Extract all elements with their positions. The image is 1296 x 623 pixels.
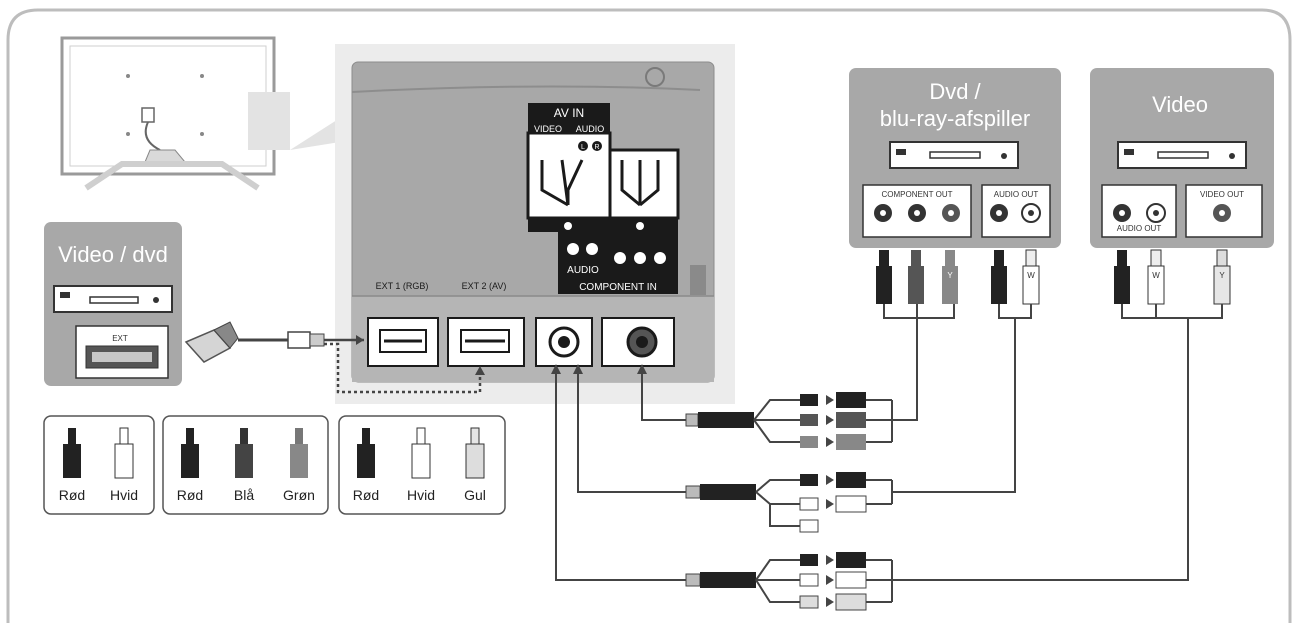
arrow-up-1	[551, 364, 561, 374]
audio-l-label: L	[581, 144, 585, 151]
cable-routing	[555, 304, 1223, 581]
dvd-audio-out-label: AUDIO OUT	[994, 190, 1039, 199]
legend-label: Rød	[353, 487, 379, 503]
ext1-scart-port	[367, 317, 439, 367]
video-audio-out-label: AUDIO OUT	[1117, 224, 1162, 233]
plug-yellow-icon	[465, 427, 485, 479]
av-in-video-label: VIDEO	[534, 124, 562, 134]
component-splitter-cable	[685, 392, 893, 450]
plug-white-icon	[411, 427, 431, 479]
video-out-port	[1185, 184, 1263, 238]
audio-r-label: R	[594, 144, 599, 151]
tv-back-icon	[60, 36, 340, 191]
dvd-component-out-ports	[862, 184, 972, 238]
component-jack-port	[601, 317, 675, 367]
dvd-title-line2: blu-ray-afspiller	[880, 106, 1030, 131]
audio-jack-port	[535, 317, 593, 367]
dvd-title-line1: Dvd /	[929, 79, 981, 104]
legend-label: Rød	[177, 487, 203, 503]
video-plug-y-label: Y	[1219, 271, 1225, 280]
dvd-plug-w-label: W	[1027, 271, 1035, 280]
ext2-label: EXT 2 (AV)	[462, 281, 507, 291]
dvd-audio-out-ports	[981, 184, 1051, 238]
plug-red-icon	[357, 428, 375, 478]
dvd-component-plugs	[876, 250, 958, 304]
dvd-audio-plugs	[991, 249, 1040, 305]
dvd-plug-y-label: Y	[947, 271, 953, 280]
scart-cable	[184, 321, 485, 394]
video-audio-out-ports	[1101, 184, 1177, 238]
arrow-up-2	[573, 364, 583, 374]
plug-blue-icon	[235, 428, 253, 478]
video-splitter-cable	[685, 552, 893, 611]
legend-label: Gul	[464, 487, 486, 503]
legend-label: Blå	[234, 487, 254, 503]
audio-l-icon	[578, 141, 588, 151]
plug-green-icon	[290, 428, 308, 478]
plug-red-icon	[63, 428, 81, 478]
video-plug-w-label: W	[1152, 271, 1160, 280]
arrow-up-3	[637, 364, 647, 374]
left-scart-out-port	[75, 325, 169, 379]
av-in-block	[526, 103, 680, 294]
left-device-title: Video / dvd	[58, 242, 168, 267]
legend-label: Hvid	[407, 487, 435, 503]
left-dvd-player-icon	[53, 285, 173, 313]
ext1-label: EXT 1 (RGB)	[376, 281, 429, 291]
av-in-label: AV IN	[554, 106, 584, 120]
left-port-label: EXT	[112, 334, 128, 343]
plug-red-icon	[181, 428, 199, 478]
video-out-label: VIDEO OUT	[1200, 190, 1244, 199]
dvd-player-icon	[889, 141, 1019, 169]
plug-white-icon	[114, 427, 134, 479]
legend-label: Rød	[59, 487, 85, 503]
audio-bottom-label: AUDIO	[567, 265, 599, 276]
dvd-component-out-label: COMPONENT OUT	[882, 190, 953, 199]
legend-label: Grøn	[283, 487, 315, 503]
audio-r-icon	[592, 141, 602, 151]
audio-splitter-cable	[685, 472, 893, 533]
ext2-scart-port	[447, 317, 525, 367]
video-player-icon	[1117, 141, 1247, 169]
legend-label: Hvid	[110, 487, 138, 503]
video-audio-plugs	[1114, 249, 1165, 305]
video-title: Video	[1152, 92, 1208, 117]
av-in-audio-label: AUDIO	[576, 124, 605, 134]
outer-frame	[6, 8, 1292, 623]
component-in-label: COMPONENT IN	[579, 282, 657, 293]
